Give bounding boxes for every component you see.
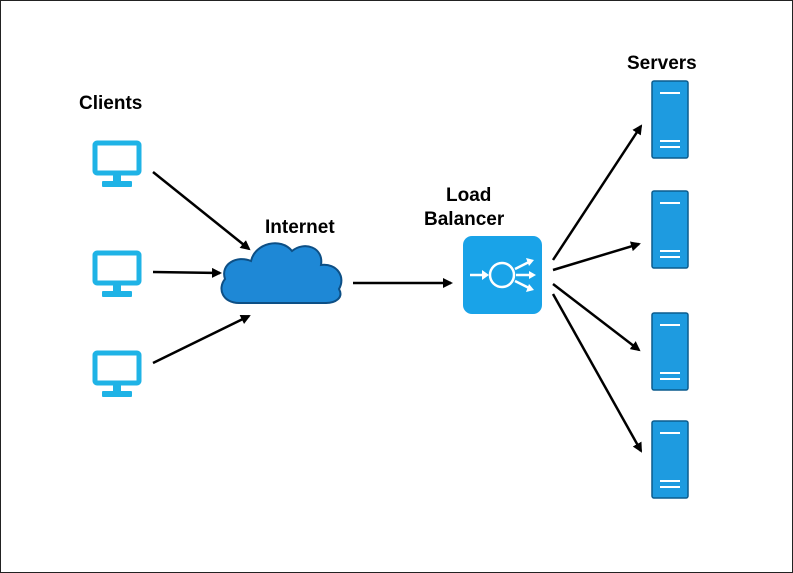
servers-label: Servers: [627, 53, 697, 74]
arrow-lb-to-server2: [552, 241, 641, 272]
monitor-icon: [92, 140, 142, 187]
server-2: [651, 190, 689, 269]
arrow-client2-to-internet: [152, 267, 222, 278]
server-3: [651, 312, 689, 391]
arrow-lb-to-server1: [551, 124, 643, 261]
clients-label: Clients: [79, 93, 143, 114]
load-balancer-label-line2: Balancer: [424, 209, 505, 230]
client-monitor-2: [92, 250, 142, 297]
arrow-client1-to-internet: [152, 171, 251, 251]
server-4: [651, 420, 689, 499]
server-icon: [651, 80, 689, 159]
load-balancer-icon: [463, 236, 542, 314]
client-monitor-3: [92, 350, 142, 397]
monitor-icon: [92, 350, 142, 397]
internet-cloud: [220, 242, 343, 304]
arrow-lb-to-server3: [552, 283, 641, 352]
internet-label: Internet: [265, 217, 335, 238]
server-icon: [651, 420, 689, 499]
server-icon: [651, 312, 689, 391]
arrow-lb-to-server4: [551, 293, 643, 453]
load-balancer-label-line1: Load: [446, 185, 492, 206]
cloud-icon: [220, 242, 343, 304]
load-balancer-node: [463, 236, 542, 314]
server-icon: [651, 190, 689, 269]
server-1: [651, 80, 689, 159]
arrow-client3-to-internet: [152, 314, 251, 365]
client-monitor-1: [92, 140, 142, 187]
monitor-icon: [92, 250, 142, 297]
